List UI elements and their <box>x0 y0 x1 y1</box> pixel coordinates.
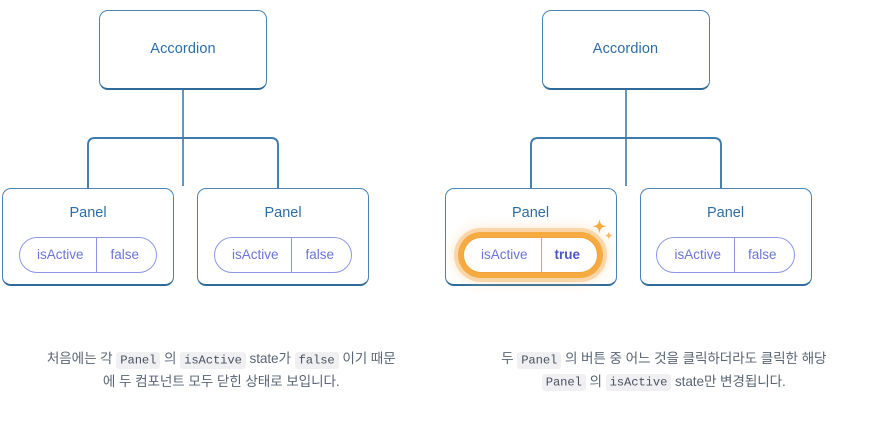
node-panel-2-label: Panel <box>264 205 302 221</box>
node-panel-2-label: Panel <box>706 205 745 221</box>
state-pill-panel-2: isActive false <box>656 236 795 273</box>
state-pill-value: false <box>747 246 777 262</box>
state-pill-key: isActive <box>657 237 735 272</box>
figure-clicked-state: Accordion Panel isActive true Panel <box>443 0 885 433</box>
state-pill[interactable]: isActive false <box>18 236 158 273</box>
state-pill[interactable]: isActive true <box>462 236 599 273</box>
tree-connectors <box>529 90 722 189</box>
inline-code: false <box>294 351 339 369</box>
node-panel-1-label: Panel <box>69 205 107 221</box>
state-pill-value: false <box>305 246 335 262</box>
state-pill-key: isActive <box>215 237 293 272</box>
state-pill[interactable]: isActive false <box>656 236 795 273</box>
state-pill-key: isActive <box>464 237 542 272</box>
node-panel-2[interactable]: Panel isActive false <box>197 188 369 286</box>
tree-clicked-state: Accordion Panel isActive true Panel <box>443 0 885 345</box>
state-pill-key: isActive <box>20 237 98 272</box>
state-pill-value: true <box>554 246 581 262</box>
state-pill-panel-1-highlighted: isActive true <box>462 218 614 273</box>
caption-initial-state: 처음에는 각 Panel 의 isActive state가 false 이기 … <box>46 351 396 389</box>
inline-code: Panel <box>541 374 586 392</box>
node-panel-1-label: Panel <box>511 205 550 221</box>
state-pill-value: false <box>110 246 140 262</box>
node-accordion[interactable]: Accordion <box>99 10 267 90</box>
node-accordion[interactable]: Accordion <box>541 10 710 90</box>
tree-connectors <box>87 90 279 189</box>
node-accordion-label: Accordion <box>592 41 659 58</box>
node-panel-2[interactable]: Panel isActive false <box>639 188 812 286</box>
tree-initial-state: Accordion Panel isActive false Panel isA… <box>0 0 443 345</box>
node-panel-1[interactable]: Panel isActive true <box>444 188 617 286</box>
node-accordion-label: Accordion <box>150 41 216 58</box>
figure-initial-state: Accordion Panel isActive false Panel isA… <box>0 0 443 389</box>
state-pill[interactable]: isActive false <box>213 236 353 273</box>
inline-code: isActive <box>180 351 246 369</box>
state-pill-panel-1: isActive false <box>18 236 158 273</box>
caption-clicked-state: 두 Panel 의 버튼 중 어느 것을 클릭하더라도 클릭한 해당 Panel… <box>501 351 827 392</box>
inline-code: Panel <box>517 351 562 369</box>
inline-code: Panel <box>116 351 161 369</box>
state-pill-panel-2: isActive false <box>213 236 353 273</box>
inline-code: isActive <box>605 374 672 392</box>
node-panel-1[interactable]: Panel isActive false <box>2 188 174 286</box>
